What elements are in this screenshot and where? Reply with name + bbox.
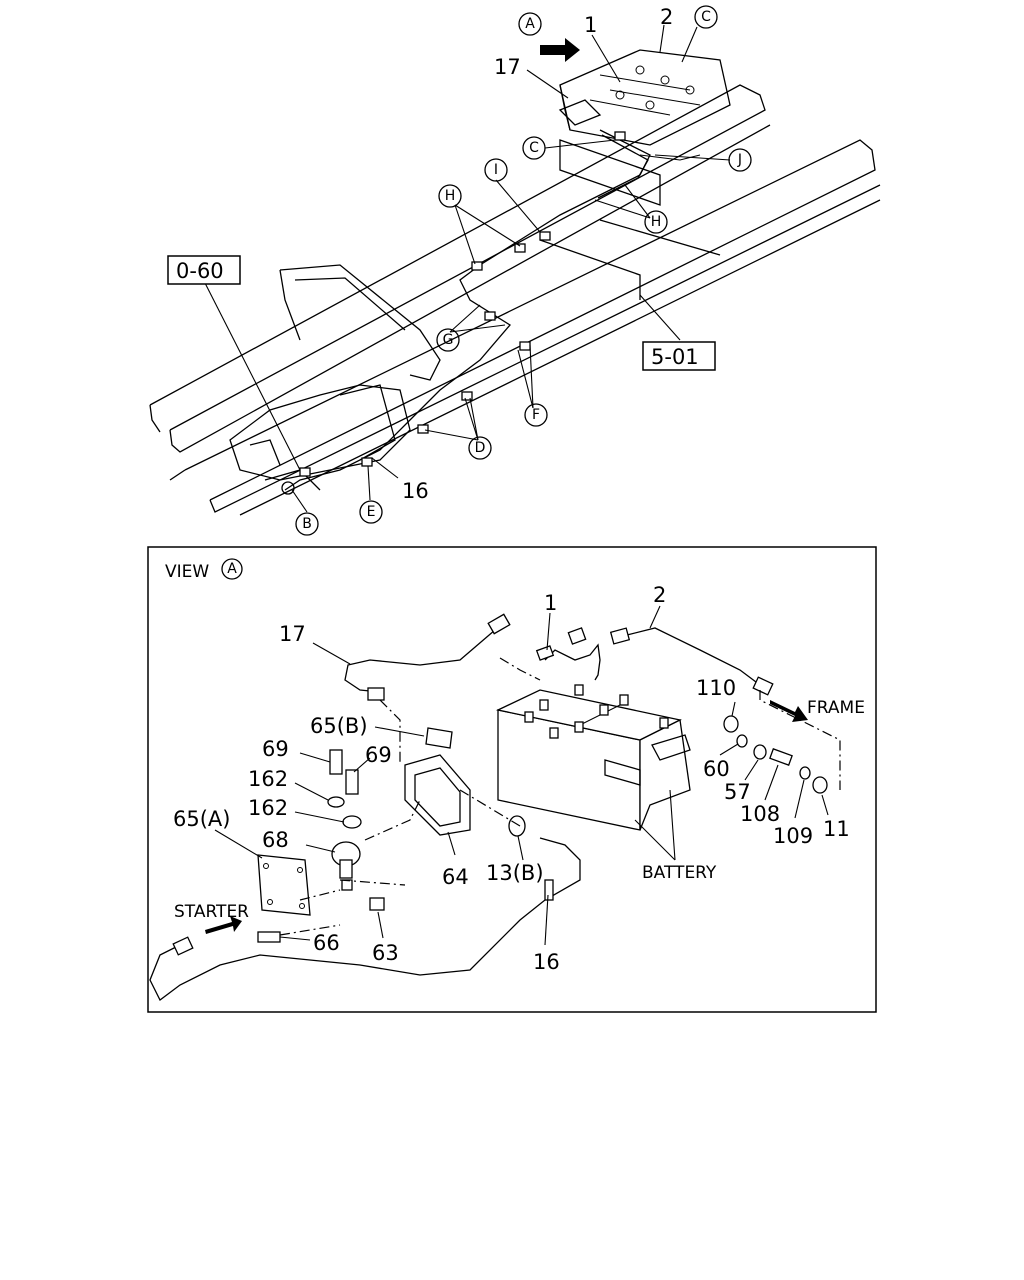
label-1: 1	[544, 591, 557, 615]
circle-b: B	[295, 512, 319, 536]
svg-text:F: F	[532, 407, 540, 423]
label-69-b: 69	[365, 743, 392, 767]
view-direction-arrow	[540, 38, 580, 62]
svg-text:H: H	[445, 188, 456, 204]
battery-pair	[495, 684, 691, 831]
label-11: 11	[823, 817, 850, 841]
svg-text:I: I	[494, 162, 498, 178]
svg-text:B: B	[302, 516, 312, 532]
view-a-panel: VIEW A	[147, 546, 877, 1013]
cable-2	[609, 627, 774, 696]
battery-box-overview	[558, 49, 731, 146]
relay-68	[331, 841, 361, 891]
label-162-b: 162	[248, 796, 288, 820]
circle-i: I	[484, 158, 508, 182]
ref-box-501[interactable]: 5-01	[642, 341, 716, 371]
cable-16	[149, 837, 581, 1001]
label-68: 68	[262, 828, 289, 852]
label-63: 63	[372, 941, 399, 965]
starter-arrow	[205, 916, 242, 934]
label-57: 57	[724, 780, 751, 804]
chassis-overview: 1 2 17 16 0-60 5-01 A C C J I H H G F D …	[149, 5, 881, 536]
label-65b: 65(B)	[310, 714, 368, 738]
cable-17	[344, 613, 511, 701]
callout-2: 2	[660, 5, 673, 29]
label-16: 16	[533, 950, 560, 974]
svg-text:0-60: 0-60	[176, 259, 224, 283]
label-13b: 13(B)	[486, 861, 544, 885]
circle-e: E	[359, 500, 383, 524]
cable-1	[535, 627, 601, 681]
ref-box-o60[interactable]: 0-60	[167, 255, 241, 285]
overview-leaders	[204, 24, 731, 513]
label-battery: BATTERY	[642, 863, 717, 883]
label-starter: STARTER	[174, 902, 249, 922]
circle-d: D	[468, 436, 492, 460]
circle-j: J	[728, 148, 752, 172]
label-17: 17	[279, 622, 306, 646]
callout-17: 17	[494, 55, 521, 79]
label-108: 108	[740, 802, 780, 826]
view-leaders	[214, 605, 829, 946]
label-110: 110	[696, 676, 736, 700]
svg-text:A: A	[227, 561, 237, 577]
circle-g: G	[436, 328, 460, 352]
label-66: 66	[313, 931, 340, 955]
harness-overview	[281, 129, 701, 495]
label-162-a: 162	[248, 767, 288, 791]
frame-rails	[149, 84, 881, 516]
circle-h-1: H	[438, 184, 462, 208]
svg-text:A: A	[525, 16, 535, 32]
label-2: 2	[653, 583, 666, 607]
circle-c-1: C	[694, 5, 718, 29]
callout-1: 1	[584, 13, 597, 37]
relay-housing-64	[404, 727, 471, 836]
label-69-a: 69	[262, 737, 289, 761]
label-109: 109	[773, 824, 813, 848]
bolts	[257, 715, 828, 943]
circle-h-2: H	[644, 210, 668, 234]
view-title-mark: A	[221, 558, 243, 580]
circle-a: A	[518, 12, 542, 36]
svg-text:J: J	[737, 152, 742, 168]
svg-text:G: G	[443, 332, 454, 348]
svg-text:H: H	[651, 214, 662, 230]
svg-text:E: E	[367, 504, 376, 520]
view-title: VIEW	[165, 562, 209, 582]
frame-arrow	[770, 700, 808, 722]
callout-16: 16	[402, 479, 429, 503]
label-65a: 65(A)	[173, 807, 230, 831]
svg-text:D: D	[475, 440, 486, 456]
label-64: 64	[442, 865, 469, 889]
label-frame: FRAME	[807, 698, 865, 718]
svg-text:C: C	[529, 140, 539, 156]
svg-text:C: C	[701, 9, 711, 25]
circle-f: F	[524, 403, 548, 427]
label-60: 60	[703, 757, 730, 781]
cover-65a	[257, 854, 311, 916]
svg-text:5-01: 5-01	[651, 345, 699, 369]
circle-c-2: C	[522, 136, 546, 160]
circled-callouts: A C C J I H H G F D B E	[295, 5, 752, 536]
